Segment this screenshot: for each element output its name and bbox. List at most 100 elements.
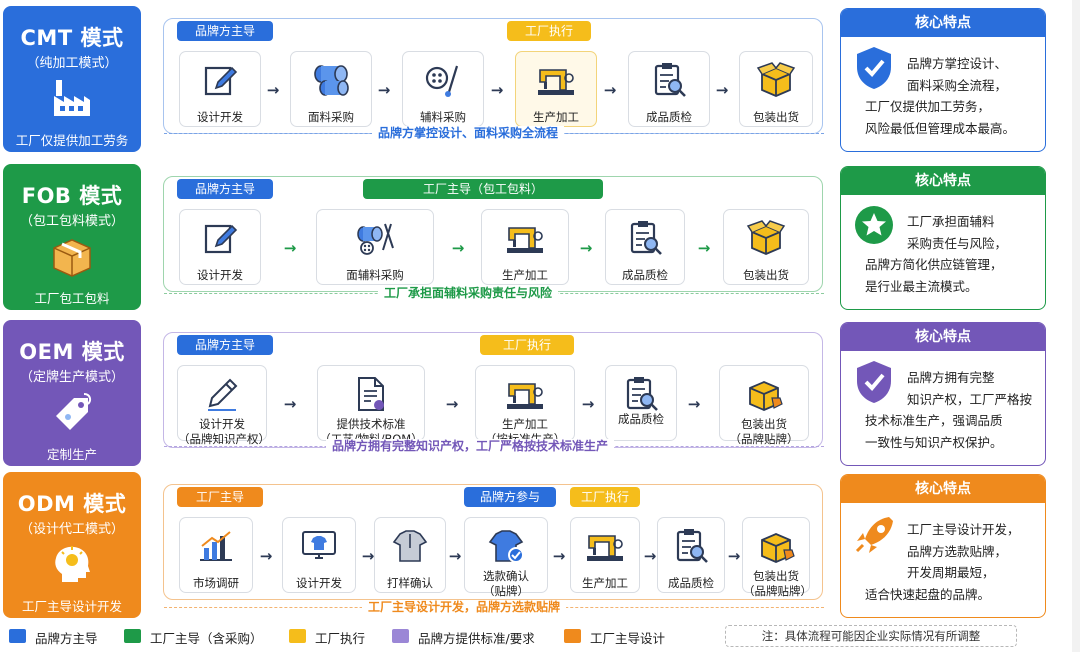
- feature-line: 品牌方拥有完整: [907, 370, 995, 385]
- clipboard-check-icon: [626, 377, 658, 411]
- flow-caption: 工厂承担面辅料采购责任与风险: [378, 286, 559, 300]
- arrow-right-icon: →: [579, 239, 593, 257]
- bar-chart-icon: [200, 531, 232, 561]
- mode-title: OEM 模式: [19, 340, 125, 364]
- arrow-right-icon: →: [603, 81, 617, 99]
- step-production: 生产加工: [515, 51, 597, 127]
- flow-caption: 工厂主导设计开发，品牌方选款贴牌: [362, 600, 567, 614]
- design-pencil-icon: [208, 378, 238, 411]
- step-label-main: 包装出货: [753, 569, 799, 583]
- step-label: 面料采购: [308, 110, 354, 124]
- step-design: 设计开发: [282, 517, 356, 593]
- mode-subtitle: （包工包料模式）: [19, 214, 124, 229]
- legend-swatch: [9, 629, 26, 643]
- arrow-right-icon: →: [283, 395, 297, 413]
- legend-swatch: [289, 629, 306, 643]
- fabric-button-needle-icon: [357, 223, 394, 255]
- mode-card-odm: ODM 模式 （设计代工模式） 工厂主导设计开发: [3, 472, 141, 618]
- tag-brand-lead: 品牌方主导: [177, 335, 273, 355]
- step-packaging: 包装出货: [723, 209, 809, 285]
- step-label: 成品质检: [622, 268, 668, 282]
- package-box-icon: [746, 220, 786, 255]
- step-label: 生产加工: [533, 110, 579, 124]
- feature-line: 品牌方选款贴牌，: [907, 543, 1008, 559]
- feature-text: 品牌方拥有完整 知识产权，工厂严格按 技术标准生产，强调品质 一致性与知识产权保…: [865, 367, 1039, 453]
- arrow-right-icon: →: [490, 81, 504, 99]
- scrollbar[interactable]: [1072, 0, 1080, 652]
- step-materials: 面辅料采购: [316, 209, 434, 285]
- shirt-check-icon: [488, 530, 524, 563]
- step-label-main: 设计开发: [199, 417, 245, 431]
- step-label-sub: （贴牌）: [483, 584, 529, 598]
- flow-caption: 品牌方拥有完整知识产权，工厂严格按技术标准生产: [326, 439, 615, 453]
- feature-line: 是行业最主流模式。: [865, 278, 978, 294]
- step-label-main: 包装出货: [741, 417, 787, 431]
- step-quality-check: 成品质检: [657, 517, 725, 593]
- factory-icon: [54, 80, 90, 116]
- legend-label: 工厂执行: [315, 631, 366, 646]
- feature-title: 核心特点: [841, 475, 1045, 503]
- shield-check-icon: [857, 361, 891, 403]
- arrow-right-icon: →: [266, 81, 280, 99]
- step-label-sub: （品牌贴牌）: [743, 584, 812, 598]
- button-needle-icon: [425, 65, 459, 97]
- note-box: 注：具体流程可能因企业实际情况有所调整: [725, 625, 1017, 647]
- mode-bottom-text: 工厂主导设计开发: [21, 599, 122, 614]
- mode-card-cmt: CMT 模式 （纯加工模式） 工厂仅提供加工劳务: [3, 6, 141, 152]
- sewing-machine-icon: [538, 69, 574, 95]
- step-label: 生产加工: [582, 576, 628, 590]
- feature-line: 面料采购全流程，: [907, 77, 1008, 93]
- step-quality-check: 成品质检: [628, 51, 710, 127]
- step-label-sub: （品牌知识产权）: [178, 432, 270, 446]
- step-label-main: 选款确认: [483, 569, 529, 583]
- step-label: 打样确认: [387, 576, 433, 590]
- step-sample: 打样确认: [374, 517, 446, 593]
- feature-line: 技术标准生产，强调品质: [865, 413, 1003, 428]
- feature-card-oem: 核心特点 品牌方拥有完整 知识产权，工厂严格按 技术标准生产，强调品质 一致性与…: [840, 322, 1046, 466]
- tag-icon: [56, 393, 92, 430]
- package-box-icon: [756, 62, 796, 97]
- document-icon: [358, 377, 384, 411]
- arrow-right-icon: →: [697, 239, 711, 257]
- mode-title: FOB 模式: [21, 184, 123, 208]
- flow-box-fob: 品牌方主导 工厂主导（包工包料） 设计开发 → 面辅料采购 → 生产加工 → 成…: [163, 176, 824, 300]
- step-accessory: 辅料采购: [402, 51, 484, 127]
- step-label: 面辅料采购: [346, 268, 404, 282]
- step-market-research: 市场调研: [179, 517, 253, 593]
- step-fabric: 面料采购: [290, 51, 372, 127]
- step-design: 设计开发（品牌知识产权）: [177, 365, 270, 446]
- step-label-main: 提供技术标准: [336, 417, 406, 431]
- feature-card-odm: 核心特点 工厂主导设计开发， 品牌方选款贴牌， 开发周期最短， 适合快速起盘的品…: [840, 474, 1046, 618]
- legend: 品牌方主导 工厂主导（含采购） 工厂执行 品牌方提供标准/要求 工厂主导设计: [0, 628, 1080, 648]
- step-label: 包装出货: [753, 110, 799, 124]
- step-selection: 选款确认（贴牌）: [464, 517, 548, 598]
- mode-subtitle: （设计代工模式）: [19, 522, 124, 537]
- feature-title: 核心特点: [841, 167, 1045, 195]
- feature-line: 工厂仅提供加工劳务，: [865, 99, 991, 114]
- step-label: 包装出货（品牌贴牌）: [720, 417, 808, 447]
- box-icon: [53, 239, 91, 277]
- feature-text: 工厂主导设计开发， 品牌方选款贴牌， 开发周期最短， 适合快速起盘的品牌。: [865, 519, 1039, 605]
- sewing-machine-icon: [587, 535, 623, 561]
- arrow-right-icon: →: [451, 239, 465, 257]
- step-quality-check: 成品质检: [605, 365, 677, 441]
- step-label: 设计开发: [197, 268, 243, 282]
- arrow-right-icon: →: [377, 81, 391, 99]
- flow-box-cmt: 品牌方主导 工厂执行 设计开发 → 面料采购 → 辅料采购 → 生产加工 → 成…: [163, 18, 824, 140]
- feature-line: 采购责任与风险，: [907, 235, 1008, 251]
- legend-swatch: [124, 629, 141, 643]
- step-label: 成品质检: [646, 110, 692, 124]
- legend-label: 品牌方提供标准/要求: [418, 631, 535, 646]
- step-label: 生产加工: [502, 268, 548, 282]
- arrow-right-icon: →: [687, 395, 701, 413]
- feature-title: 核心特点: [841, 323, 1045, 351]
- tag-brand-lead: 品牌方主导: [177, 179, 273, 199]
- tag-brand-lead: 品牌方主导: [177, 21, 273, 41]
- legend-swatch: [564, 629, 581, 643]
- feature-text: 工厂承担面辅料 采购责任与风险， 品牌方简化供应链管理， 是行业最主流模式。: [865, 211, 1039, 297]
- step-packaging: 包装出货: [739, 51, 813, 127]
- step-production: 生产加工: [481, 209, 569, 285]
- step-label: 成品质检: [618, 412, 664, 426]
- clipboard-check-icon: [676, 529, 708, 563]
- star-badge-icon: [855, 206, 893, 244]
